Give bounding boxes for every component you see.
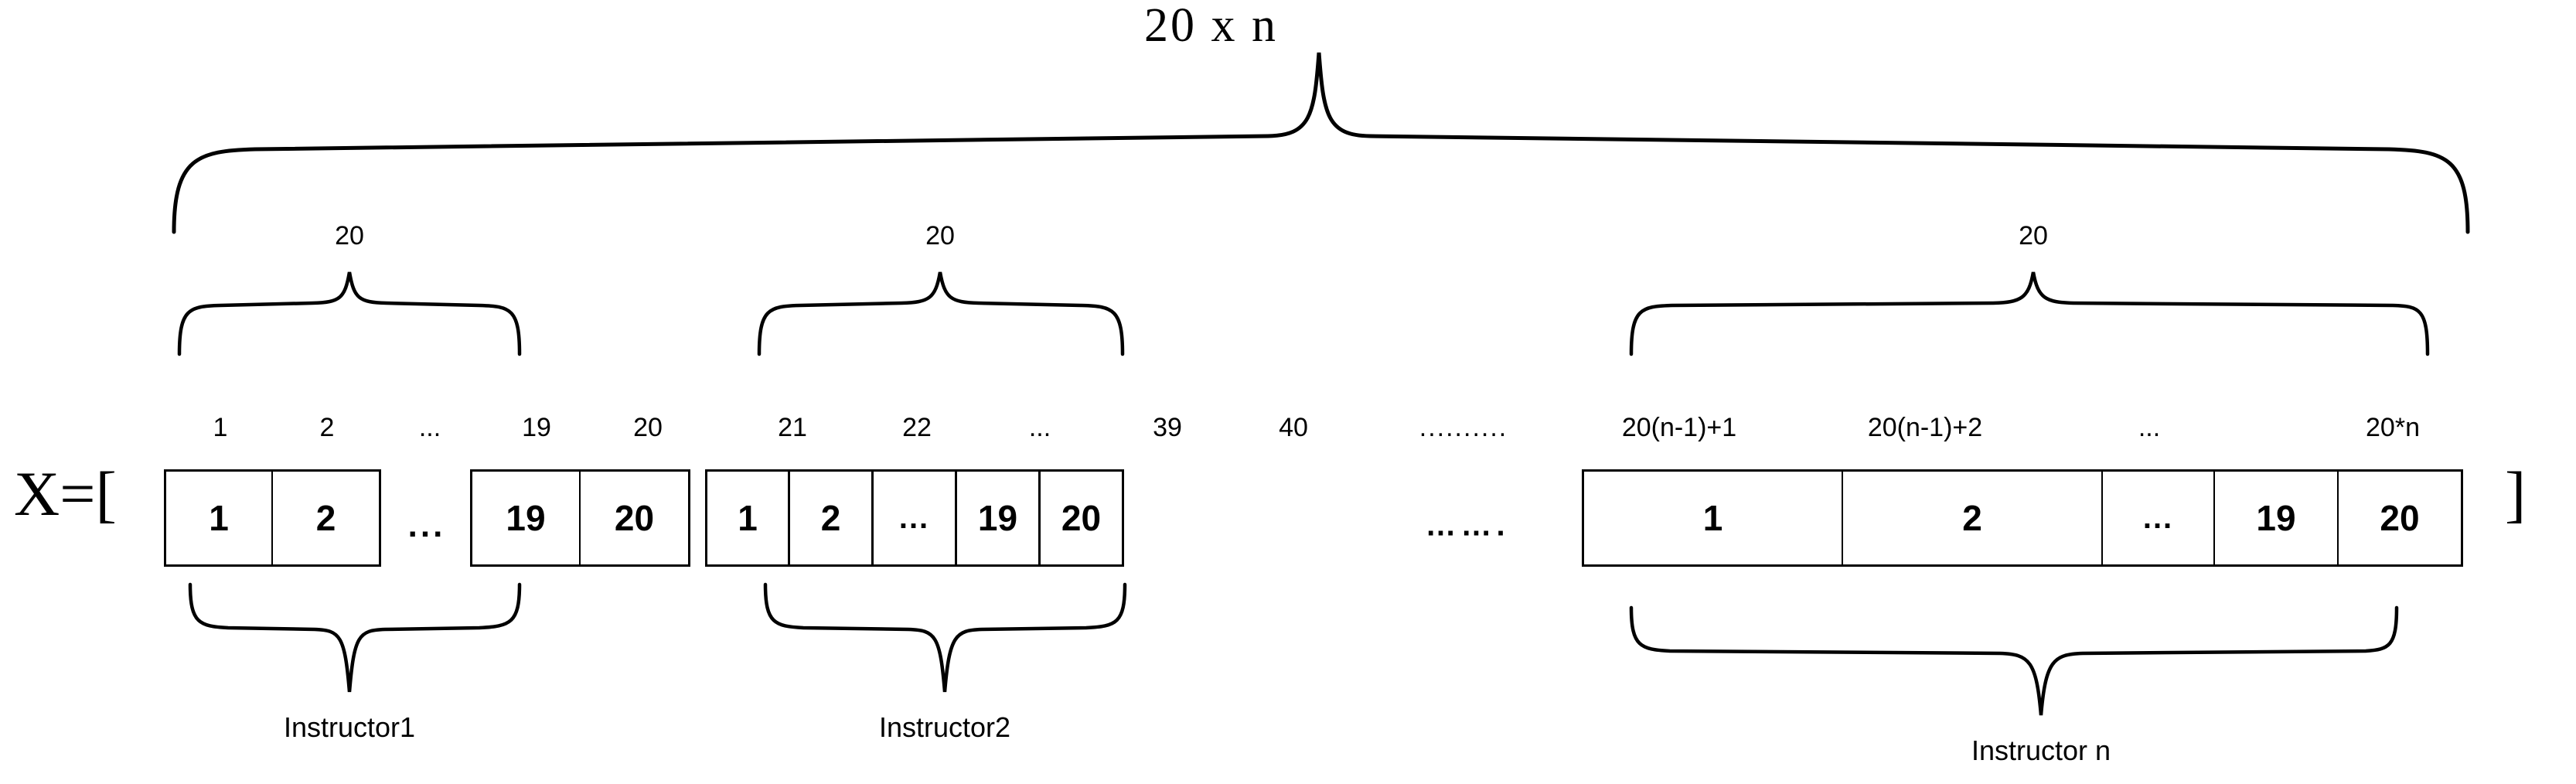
instructor-label-1: Instructor1 [283, 711, 416, 743]
index-label-g2-39: 39 [1153, 413, 1182, 442]
index-label-g1-20: 20 [633, 413, 663, 442]
cell-g1-2[interactable]: 2 [271, 469, 381, 567]
top-brace-caption: 20 x n [1144, 0, 1278, 53]
matrix-suffix-label: ] [2505, 458, 2527, 529]
group-span-caption-2: 20 [925, 221, 955, 251]
cell-g2-ellipsis[interactable]: ... [872, 469, 957, 567]
cell-gn-1[interactable]: 1 [1582, 469, 1844, 567]
index-label-g1-ellipsis: ... [418, 413, 441, 442]
instructor-label-2: Instructor2 [878, 711, 1011, 743]
index-label-gn-last: 20*n [2366, 413, 2420, 442]
group-brace-3 [1629, 271, 2430, 356]
cell-gn-19[interactable]: 19 [2213, 469, 2339, 567]
cell-g1-1[interactable]: 1 [164, 469, 274, 567]
index-row-gap-ellipsis: .......... [1419, 413, 1508, 442]
top-level-brace [172, 52, 2470, 234]
index-label-g2-40: 40 [1279, 413, 1308, 442]
index-label-g1-1: 1 [213, 413, 228, 442]
instructor-label-n: Instructor n [1971, 735, 2111, 766]
instructor-brace-2 [763, 582, 1127, 693]
cell-gn-20[interactable]: 20 [2337, 469, 2463, 567]
index-label-gn-second: 20(n-1)+2 [1867, 413, 1983, 442]
group-brace-1 [177, 271, 522, 356]
group-span-caption-1: 20 [335, 221, 364, 251]
group-brace-2 [757, 271, 1125, 356]
cell-gn-ellipsis[interactable]: ... [2101, 469, 2216, 567]
index-label-gn-ellipsis: ... [2138, 413, 2161, 442]
matrix-prefix-label: X=[ [14, 458, 117, 529]
cell-row-g1-ellipsis: ... [407, 506, 446, 544]
cell-g2-20[interactable]: 20 [1039, 469, 1124, 567]
index-label-g1-19: 19 [522, 413, 551, 442]
cell-g2-19[interactable]: 19 [956, 469, 1041, 567]
index-label-gn-first: 20(n-1)+1 [1621, 413, 1737, 442]
instructor-brace-3 [1629, 605, 2399, 716]
cell-row-gap-ellipsis: ……. [1425, 508, 1510, 543]
cell-g2-1[interactable]: 1 [705, 469, 790, 567]
cell-g1-20[interactable]: 20 [579, 469, 690, 567]
index-label-g1-2: 2 [319, 413, 335, 442]
top-brace-caption-text: 20 x n [1144, 0, 1278, 52]
instructor-brace-1 [188, 582, 522, 693]
cell-g1-19[interactable]: 19 [470, 469, 581, 567]
cell-g2-2[interactable]: 2 [789, 469, 874, 567]
index-label-g2-21: 21 [778, 413, 807, 442]
cell-gn-2[interactable]: 2 [1842, 469, 2104, 567]
index-label-g2-22: 22 [902, 413, 932, 442]
group-span-caption-3: 20 [2019, 221, 2048, 251]
index-label-g2-ellipsis: ... [1028, 413, 1051, 442]
